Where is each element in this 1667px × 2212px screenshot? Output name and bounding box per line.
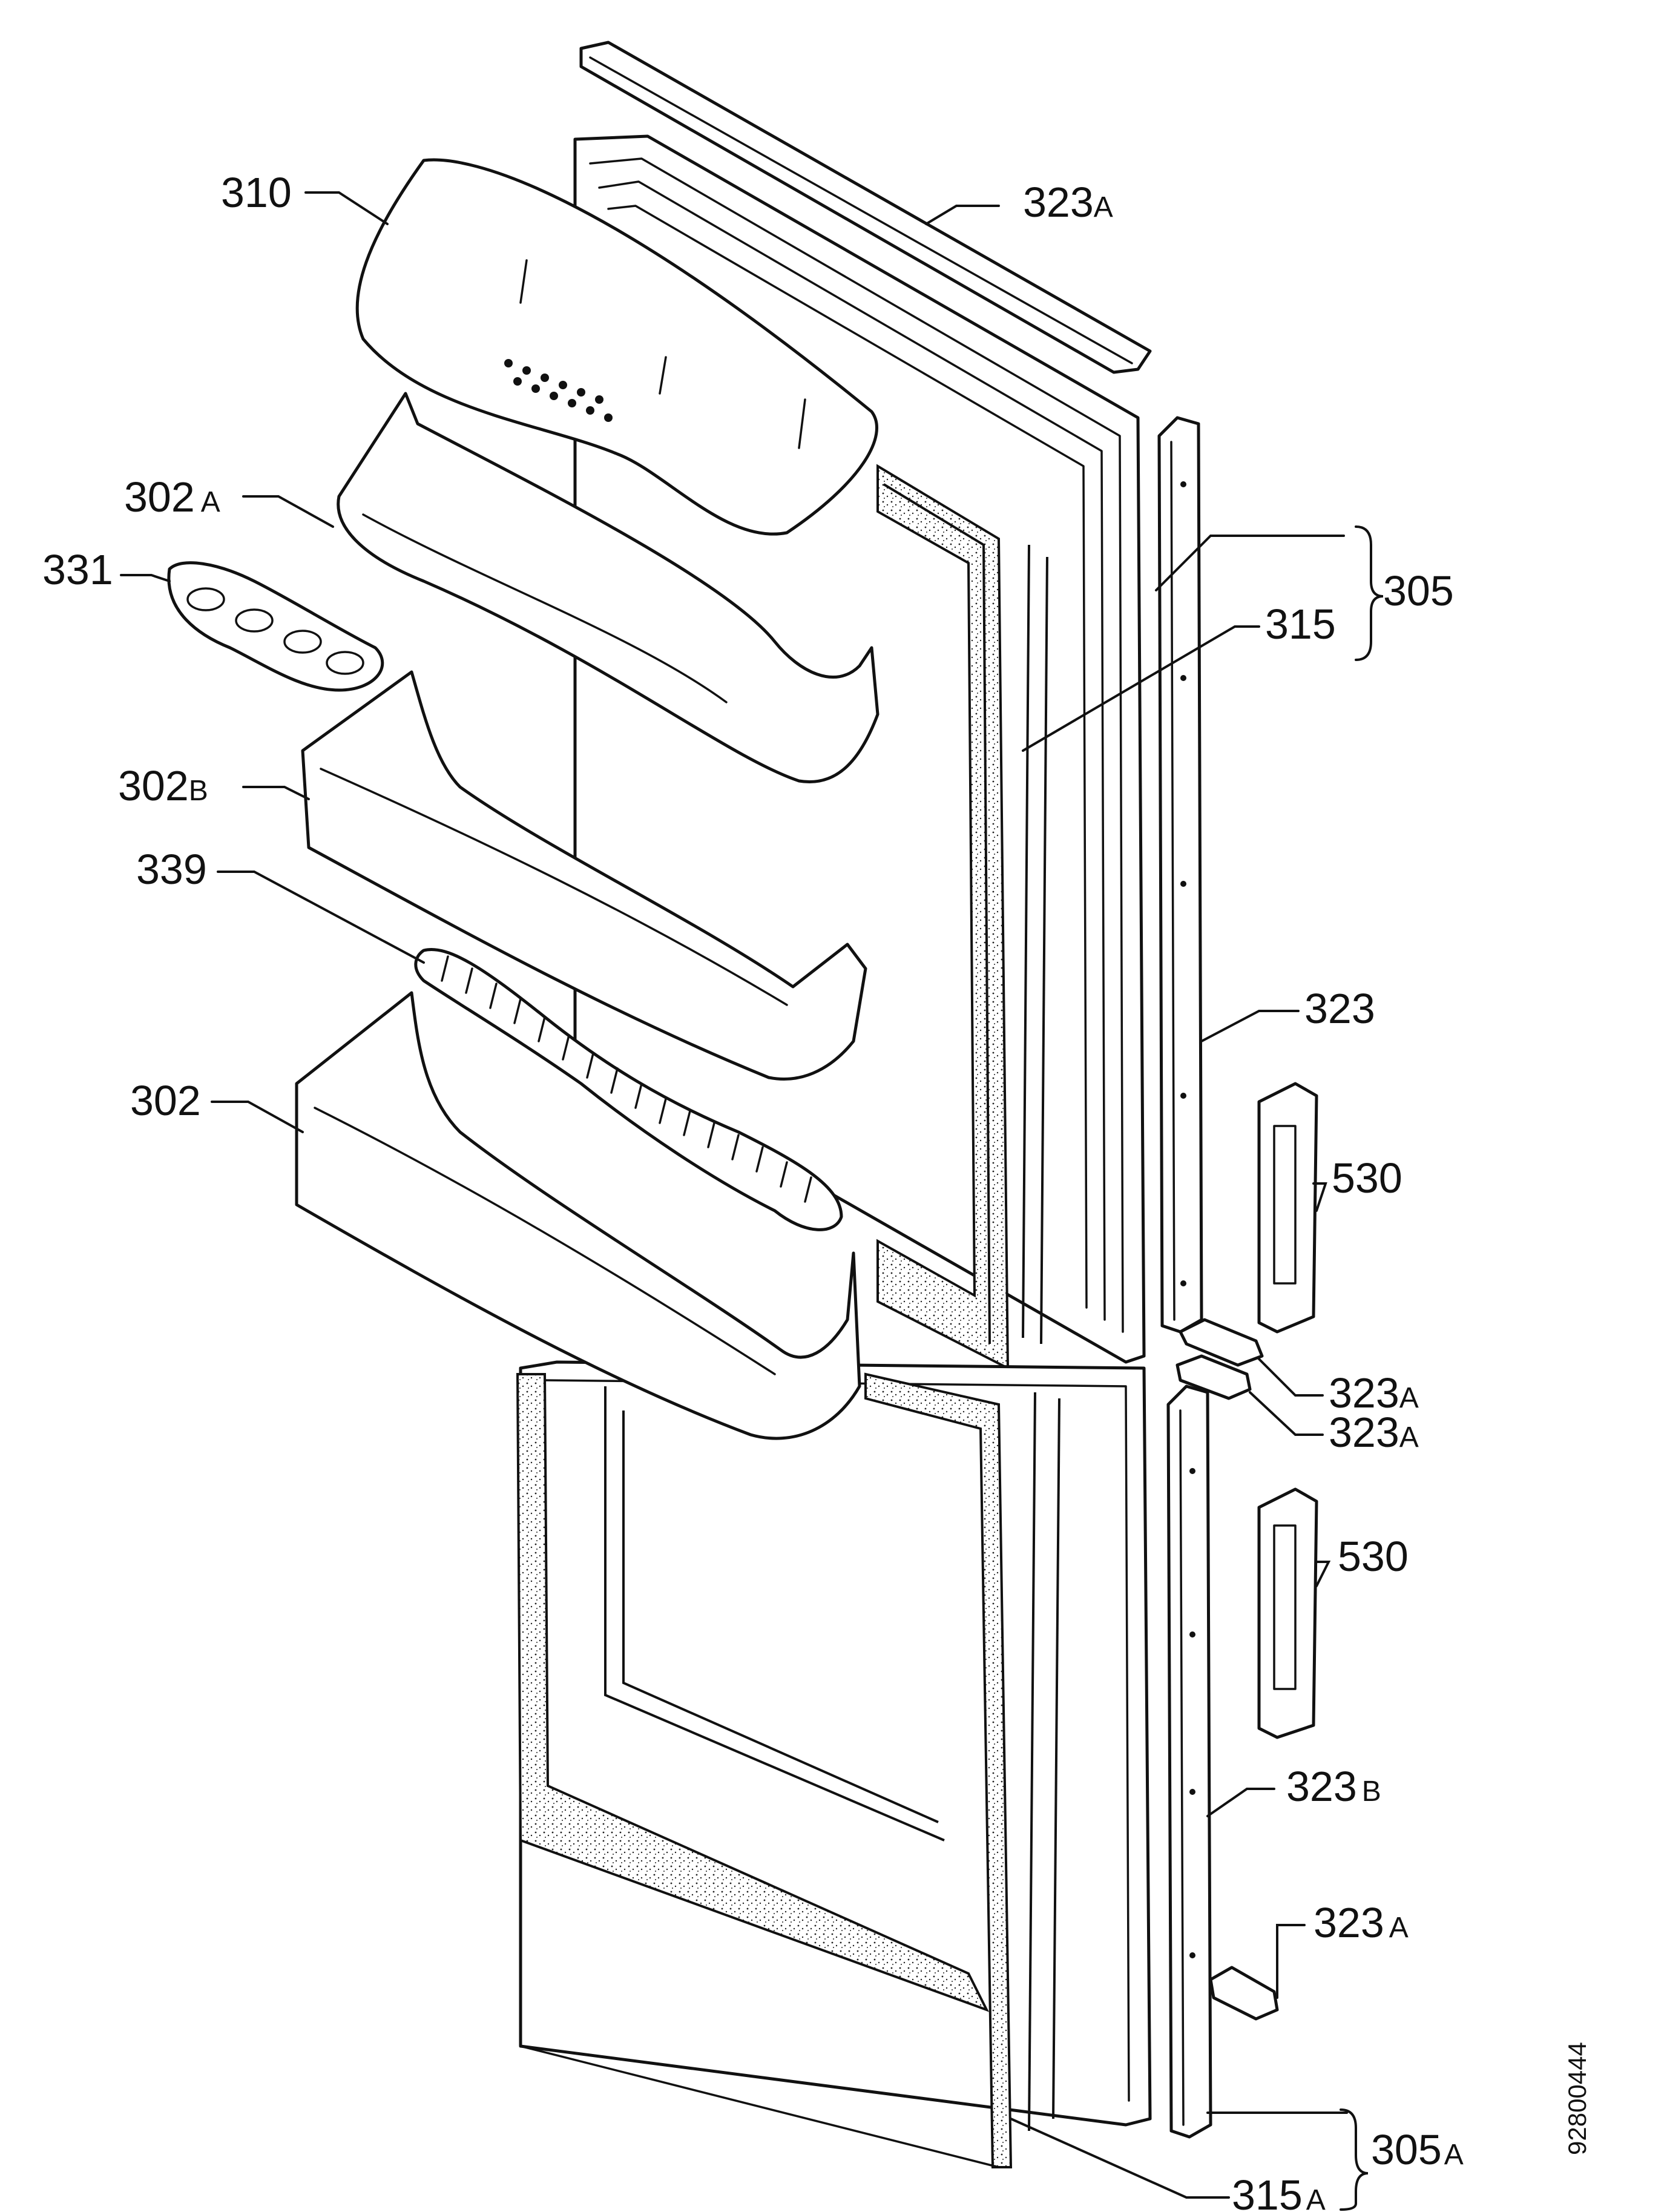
svg-text:323A: 323A xyxy=(1023,179,1113,226)
label-305: 305 xyxy=(1383,567,1454,614)
door-bin-302B xyxy=(301,670,867,1081)
shelf-cover-310 xyxy=(355,158,878,536)
label-339: 339 xyxy=(136,846,207,893)
hinge-clip-bottom xyxy=(1209,1966,1279,2021)
hinge-rail-upper xyxy=(1157,416,1203,1334)
leader-lines xyxy=(120,191,1348,2199)
svg-text:315: 315 xyxy=(1265,601,1336,648)
door-bin-302A xyxy=(337,392,880,783)
label-310: 310 xyxy=(221,169,292,216)
label-323A-mid1: 323A xyxy=(1329,1369,1419,1417)
svg-text:305: 305 xyxy=(1383,567,1454,614)
brace-305A xyxy=(1340,2108,1369,2211)
brace-305 xyxy=(1355,525,1384,661)
svg-text:323A: 323A xyxy=(1314,1899,1409,1946)
label-315: 315 xyxy=(1265,601,1336,648)
label-302B: 302B xyxy=(118,762,208,809)
handle-upper xyxy=(1257,1082,1318,1334)
hinge-clip-upper xyxy=(1179,1318,1264,1367)
label-331: 331 xyxy=(42,546,113,593)
svg-text:323A: 323A xyxy=(1329,1369,1419,1417)
label-530-bottom: 530 xyxy=(1338,1533,1409,1580)
divider-339 xyxy=(414,948,843,1231)
document-number: 92800444 xyxy=(1563,2042,1591,2155)
label-302: 302 xyxy=(130,1077,201,1124)
svg-text:302B: 302B xyxy=(118,762,208,809)
upper-door-gasket xyxy=(876,464,1048,1371)
svg-text:310: 310 xyxy=(221,169,292,216)
door-trim-top xyxy=(579,41,1152,374)
lower-door-gasket xyxy=(516,1372,1060,2168)
door-bin-302 xyxy=(295,991,861,1440)
label-305A: 305A xyxy=(1371,2126,1464,2173)
handle-lower xyxy=(1257,1487,1318,1739)
label-323: 323 xyxy=(1304,985,1375,1032)
svg-text:323A: 323A xyxy=(1329,1409,1419,1456)
label-530-top: 530 xyxy=(1332,1154,1402,1202)
svg-text:331: 331 xyxy=(42,546,113,593)
svg-text:323: 323 xyxy=(1304,985,1375,1032)
svg-text:530: 530 xyxy=(1332,1154,1402,1202)
svg-text:339: 339 xyxy=(136,846,207,893)
svg-text:530: 530 xyxy=(1338,1533,1409,1580)
label-323A-top: 323A xyxy=(1023,179,1113,226)
svg-text:305A: 305A xyxy=(1371,2126,1464,2173)
svg-text:302: 302 xyxy=(130,1077,201,1124)
egg-tray-331 xyxy=(167,561,384,692)
hinge-clip-middle xyxy=(1175,1354,1252,1400)
hinge-rail-lower xyxy=(1166,1384,1212,2139)
label-323A-mid2: 323A xyxy=(1329,1409,1419,1456)
svg-text:92800444: 92800444 xyxy=(1563,2042,1591,2155)
